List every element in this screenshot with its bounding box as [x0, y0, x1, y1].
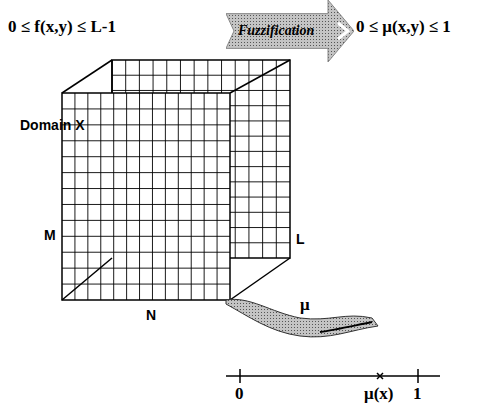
grid-line	[165, 93, 166, 300]
cube-edge	[230, 258, 290, 300]
grid-line	[248, 60, 249, 258]
tick-label: 1	[413, 385, 422, 402]
grid-line	[62, 172, 230, 173]
dimension-label: M	[44, 228, 56, 242]
cube-edge	[230, 60, 290, 93]
cube-edge	[62, 258, 112, 300]
front-grid-face	[62, 93, 230, 300]
dimension-label: L	[296, 232, 305, 246]
fuzzification-arrow: Fuzzification	[226, 0, 354, 62]
range-formula: 0 ≤ f(x,y) ≤ L-1	[8, 18, 116, 35]
mu-axis	[226, 369, 440, 383]
grid-line	[112, 90, 290, 91]
domain-label: Domain X	[20, 118, 85, 132]
grid-line	[262, 60, 263, 258]
grid-line	[139, 93, 140, 300]
arrow-body	[226, 0, 354, 62]
grid-line	[62, 156, 230, 157]
grid-line	[126, 93, 127, 300]
membership-curve	[320, 322, 372, 332]
symbol-label: μ	[300, 296, 310, 313]
grid-line	[276, 60, 277, 258]
grid-line	[62, 236, 230, 237]
grid-line	[217, 93, 218, 300]
grid-line	[62, 284, 230, 285]
grid-line	[62, 220, 230, 221]
grid-line	[62, 124, 230, 125]
grid-line	[62, 108, 230, 109]
grid-line	[204, 93, 205, 300]
grid-line	[87, 93, 88, 300]
grid-line	[62, 268, 230, 269]
arrow-label: Fuzzification	[238, 23, 314, 39]
dimension-label: N	[146, 308, 156, 322]
grid-line	[113, 93, 114, 300]
grid-line	[62, 140, 230, 141]
grid-line	[191, 93, 192, 300]
cube-edge	[111, 60, 113, 93]
grid-line	[62, 188, 230, 189]
grid-line	[100, 93, 101, 300]
arrow-tip-mark	[338, 23, 348, 39]
tick-label: 0	[235, 385, 244, 402]
range-formula: 0 ≤ μ(x,y) ≤ 1	[356, 18, 451, 35]
grid-line	[152, 93, 153, 300]
cube-edge	[62, 60, 112, 93]
grid-line	[178, 93, 179, 300]
grid-line	[62, 252, 230, 253]
grid-line	[62, 204, 230, 205]
tick-label: μ(x)	[364, 385, 393, 402]
